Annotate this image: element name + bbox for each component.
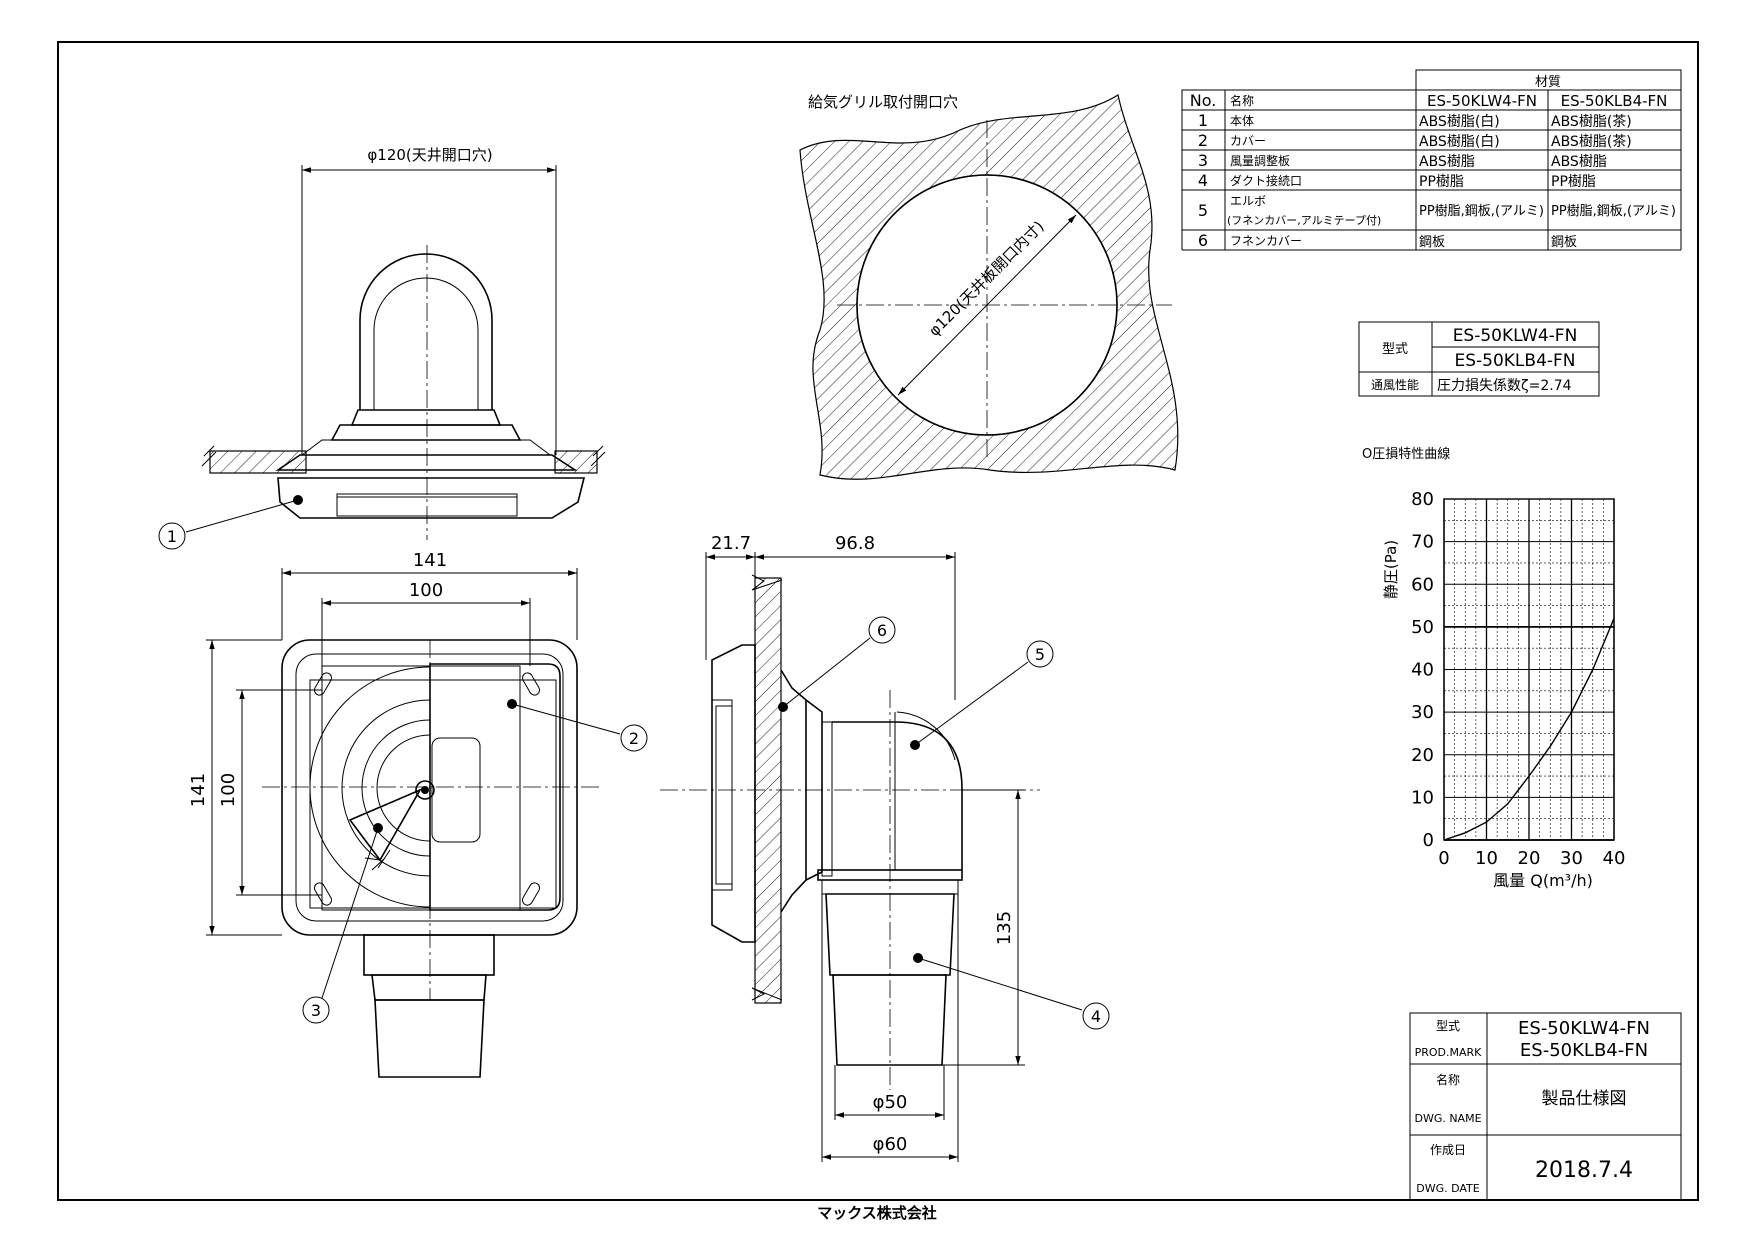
row-1-m1: ABS樹脂(白) [1419, 114, 1500, 130]
row-2-name: カバー [1230, 134, 1266, 148]
spec-table: 型式 ES-50KLW4-FN ES-50KLB4-FN 通風性能 圧力損失係数… [1358, 321, 1600, 397]
row-1-name: 本体 [1230, 114, 1254, 128]
chart-series-line-0 [1443, 618, 1615, 841]
opening-view-title: 給気グリル取付開口穴 [808, 93, 958, 111]
dim-height-135: 135 [994, 911, 1015, 945]
callout-4: 4 [913, 953, 1110, 1030]
chart-y-label: 静圧(Pa) [1382, 540, 1400, 599]
row-6-name: フネンカバー [1230, 234, 1302, 248]
dim-inner-width: 100 [409, 580, 443, 601]
opening-view: 給気グリル取付開口穴 φ120(天井板開口内寸) [799, 93, 1179, 480]
row-4-m1: PP樹脂 [1419, 174, 1464, 190]
callout-2: 2 [507, 699, 648, 752]
chart-x-label: 風量 Q(m³/h) [1493, 871, 1593, 890]
chart-y-tick: 80 [1411, 489, 1434, 510]
row-6-m1: 鋼板 [1419, 235, 1445, 250]
spec-model-2: ES-50KLB4-FN [1454, 351, 1575, 371]
chart-x-tick: 40 [1603, 848, 1626, 869]
chart-y-tick: 20 [1411, 745, 1434, 766]
row-4-no: 4 [1198, 171, 1208, 190]
callout-6-label: 6 [877, 621, 887, 640]
plan-view: 141 100 141 100 [188, 550, 600, 1078]
row-3-m1: ABS樹脂 [1419, 154, 1475, 170]
callout-5: 5 [910, 640, 1054, 750]
row-5-name: エルボ [1230, 194, 1266, 208]
chart-title: O圧損特性曲線 [1362, 446, 1450, 462]
tb-name-jp: 名称 [1436, 1072, 1460, 1087]
row-4-name: ダクト接続口 [1230, 173, 1302, 188]
tb-date-value: 2018.7.4 [1535, 1158, 1633, 1183]
row-2-no: 2 [1198, 131, 1208, 150]
callout-4-label: 4 [1091, 1007, 1101, 1026]
chart-y-tick: 70 [1411, 532, 1434, 553]
materials-header: 材質 [1535, 75, 1561, 90]
row-2-m2: ABS樹脂(茶) [1551, 134, 1632, 150]
tb-name-en: DWG. NAME [1414, 1112, 1481, 1125]
row-3-name: 風量調整板 [1230, 153, 1290, 168]
sheet-border [57, 41, 1699, 1201]
tb-model-jp: 型式 [1436, 1019, 1460, 1033]
spec-perf-label: 通風性能 [1371, 378, 1419, 392]
title-block: 型式 PROD.MARK ES-50KLW4-FN ES-50KLB4-FN 名… [1409, 1012, 1682, 1201]
row-5-m1: PP樹脂,鋼板,(アルミ) [1419, 204, 1544, 219]
callout-1-label: 1 [167, 527, 177, 546]
spec-model-1: ES-50KLW4-FN [1453, 326, 1578, 346]
chart-x-tick: 10 [1475, 848, 1498, 869]
col-no: No. [1190, 91, 1217, 110]
chart-y-tick: 40 [1411, 660, 1434, 681]
chart-x-tick: 20 [1518, 848, 1541, 869]
row-3-m2: ABS樹脂 [1551, 154, 1607, 170]
dim-flange: 21.7 [711, 533, 751, 554]
spec-perf-value: 圧力損失係数ζ=2.74 [1437, 378, 1572, 394]
chart-y-tick: 50 [1411, 617, 1434, 638]
callout-2-label: 2 [629, 729, 639, 748]
dim-phi50: φ50 [873, 1092, 908, 1113]
chart-y-tick: 0 [1423, 830, 1434, 851]
chart-y-tick: 60 [1411, 574, 1434, 595]
tb-model-1: ES-50KLW4-FN [1518, 1018, 1650, 1039]
pressure-loss-chart: 0 10 20 30 40 0 10 20 30 40 50 60 70 80 風量 Q(m³/h) 静圧(P… [1382, 489, 1625, 890]
row-3-no: 3 [1198, 151, 1208, 170]
dim-outer-width: 141 [413, 550, 447, 571]
row-1-no: 1 [1198, 111, 1208, 130]
company-name: マックス株式会社 [817, 1204, 937, 1222]
tb-name-value: 製品仕様図 [1542, 1089, 1627, 1109]
col-name: 名称 [1230, 93, 1254, 108]
callout-1: 1 [158, 495, 303, 550]
dim-phi60: φ60 [873, 1134, 908, 1155]
tb-model-2: ES-50KLB4-FN [1520, 1040, 1648, 1061]
row-1-m2: ABS樹脂(茶) [1551, 114, 1632, 130]
tb-model-en: PROD.MARK [1415, 1046, 1483, 1059]
col-model-2: ES-50KLB4-FN [1561, 92, 1668, 110]
top-section-view: φ120(天井開口穴) [201, 146, 606, 540]
row-2-m1: ABS樹脂(白) [1419, 134, 1500, 150]
tb-date-jp: 作成日 [1430, 1143, 1466, 1157]
callout-5-label: 5 [1035, 645, 1045, 664]
side-view: 21.7 96.8 135 φ50 φ60 [660, 533, 1040, 1162]
col-model-1: ES-50KLW4-FN [1427, 92, 1537, 110]
row-6-m2: 鋼板 [1551, 235, 1577, 250]
chart-frame [1443, 498, 1615, 841]
chart-x-tick: 0 [1438, 848, 1449, 869]
top-view-dim-label: φ120(天井開口穴) [367, 146, 492, 164]
chart-x-tick: 30 [1560, 848, 1583, 869]
spec-model-label: 型式 [1382, 342, 1408, 357]
tb-date-en: DWG. DATE [1416, 1182, 1480, 1195]
opening-view-dim-label: φ120(天井板開口内寸) [925, 217, 1047, 339]
dim-inner-height: 100 [218, 773, 239, 807]
row-5-m2: PP樹脂,鋼板,(アルミ) [1551, 204, 1676, 219]
dim-depth: 96.8 [835, 533, 875, 554]
row-4-m2: PP樹脂 [1551, 174, 1596, 190]
callout-3-label: 3 [311, 1001, 321, 1020]
row-5-no: 5 [1198, 201, 1208, 220]
materials-table: 材質 No. 名称 ES-50KLW4-FN ES-50KLB4-FN 1 本体… [1181, 69, 1682, 251]
chart-y-tick: 30 [1411, 702, 1434, 723]
dim-outer-height: 141 [188, 773, 209, 807]
row-5-name-sub: (フネンカバー,アルミテープ付) [1227, 214, 1381, 227]
row-6-no: 6 [1198, 231, 1208, 250]
callout-3: 3 [302, 823, 383, 1024]
callout-6: 6 [778, 616, 896, 712]
chart-y-tick: 10 [1411, 787, 1434, 808]
